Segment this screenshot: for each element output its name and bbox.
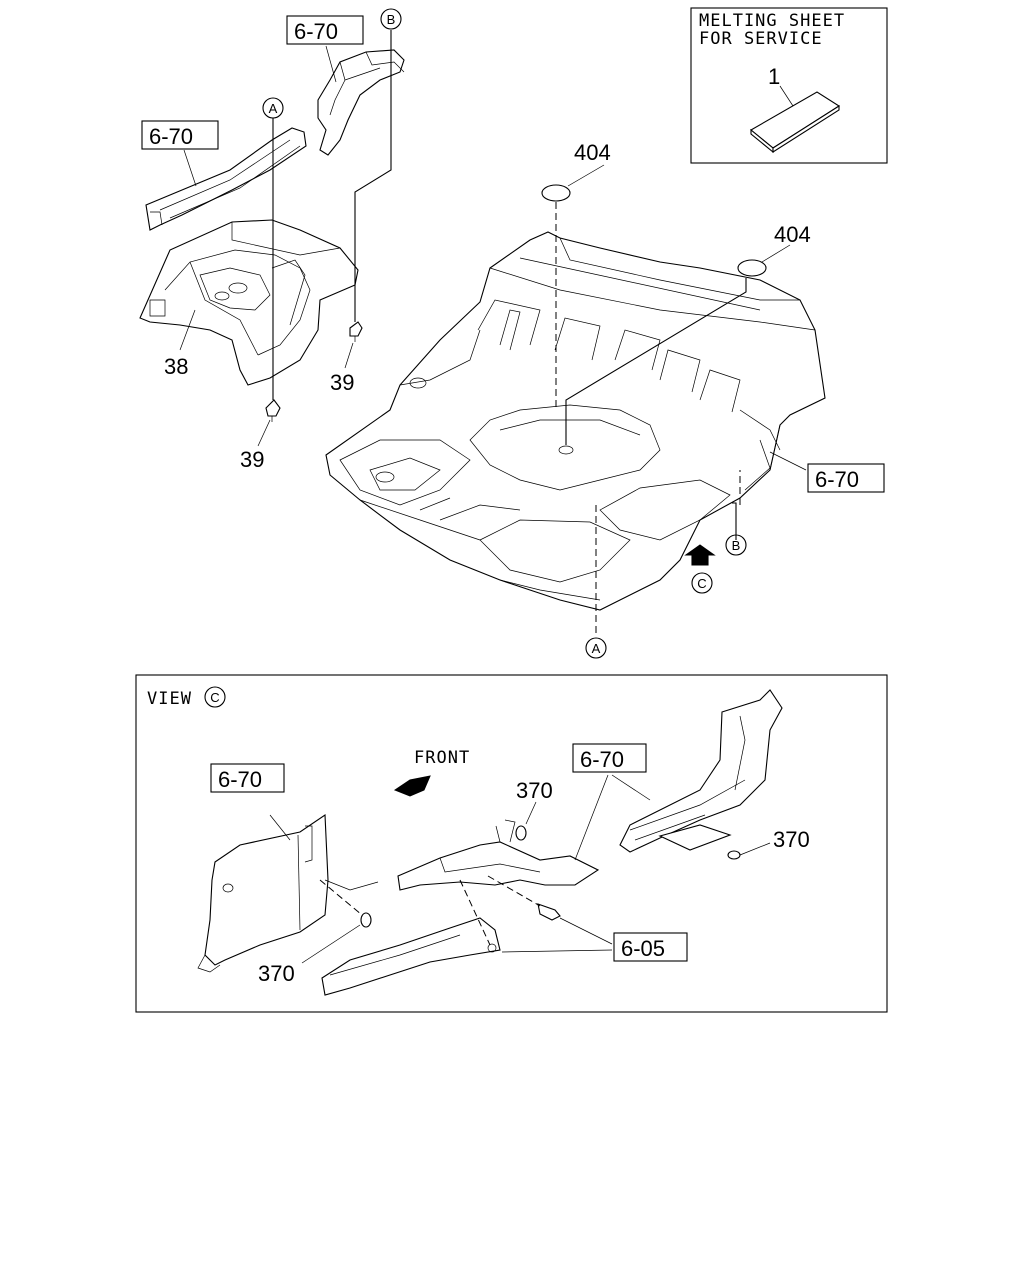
part-39-right: 39 — [330, 370, 354, 395]
ref-605: 6-05 — [621, 936, 665, 961]
view-marker-c: C — [204, 686, 226, 708]
ref-670-left: 6-70 — [149, 124, 193, 149]
ref-670-view-left: 6-70 — [218, 767, 262, 792]
svg-text:C: C — [697, 576, 706, 591]
ref-box-670-top — [286, 15, 364, 45]
svg-text:A: A — [592, 641, 601, 656]
part-39-left: 39 — [240, 447, 264, 472]
svg-text:A: A — [269, 101, 278, 116]
svg-text:B: B — [732, 538, 741, 553]
ref-box-605 — [613, 932, 688, 962]
part-38: 38 — [164, 354, 188, 379]
view-left-panel — [204, 813, 329, 966]
melting-sheet-line1: MELTING SHEET — [699, 11, 845, 31]
ref-box-670-right — [807, 463, 885, 493]
bolt-39-right — [349, 321, 363, 342]
bolt-605 — [537, 903, 561, 921]
ref-670-right: 6-70 — [815, 467, 859, 492]
ref-box-670-view-right — [572, 743, 647, 773]
part-number-1: 1 — [768, 64, 780, 89]
view-right-rail — [619, 689, 783, 853]
melting-sheet-line2: FOR SERVICE — [699, 29, 823, 49]
marker-b-top: B — [380, 8, 402, 30]
marker-a-bottom: A — [585, 637, 607, 659]
part-370-right: 370 — [773, 827, 810, 852]
part-370-center: 370 — [516, 778, 553, 803]
view-label: VIEW — [147, 689, 192, 709]
front-arrow-icon — [393, 775, 431, 797]
front-label: FRONT — [414, 748, 470, 768]
marker-c-main: C — [691, 572, 713, 594]
ref-box-670-view-left — [210, 763, 285, 793]
melting-sheet-part — [750, 91, 841, 149]
part-370-left: 370 — [258, 961, 295, 986]
ref-670-top: 6-70 — [294, 19, 338, 44]
marker-a-top: A — [262, 97, 284, 119]
view-center-bracket — [397, 841, 600, 891]
ref-box-670-left — [141, 120, 219, 150]
marker-b-right: B — [725, 534, 747, 556]
view-c-panel: VIEW C FRONT — [135, 674, 888, 1013]
svg-text:C: C — [210, 690, 219, 705]
plug-404-b — [737, 259, 767, 277]
side-bracket-upper — [317, 49, 405, 156]
part-404-a: 404 — [574, 140, 611, 165]
side-rail-left — [145, 127, 307, 231]
melting-sheet-box: MELTING SHEET FOR SERVICE 1 — [690, 7, 888, 164]
floor-panel-38 — [139, 219, 359, 386]
svg-text:B: B — [387, 12, 396, 27]
bolt-39-left — [265, 399, 281, 422]
plug-404-a — [541, 184, 571, 202]
part-404-b: 404 — [774, 222, 811, 247]
ref-670-view-right: 6-70 — [580, 747, 624, 772]
view-lower-rail — [321, 917, 501, 996]
main-floor-panel — [325, 231, 826, 611]
